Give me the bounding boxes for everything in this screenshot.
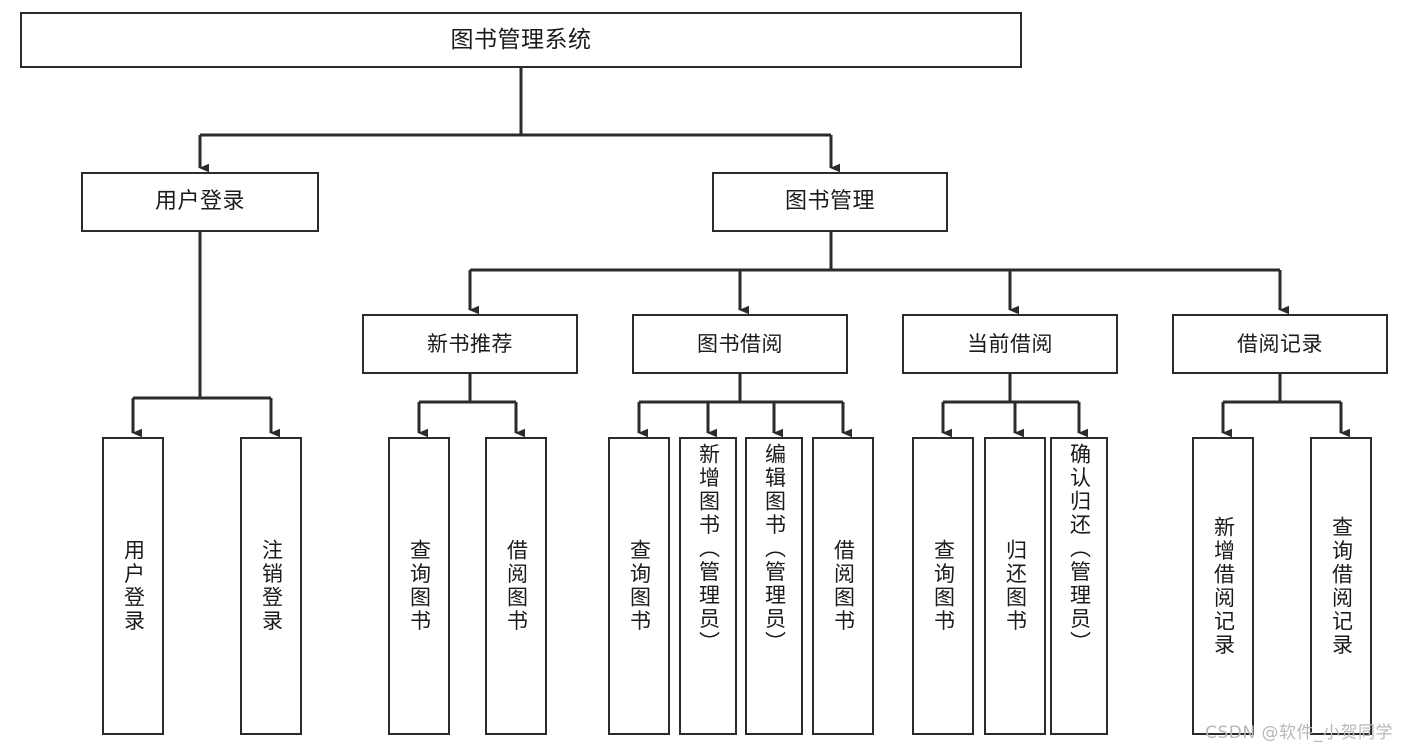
node-book-borrow[interactable]: 图书借阅 — [632, 314, 848, 374]
leaf-confirm-return-admin-label: 确认归还（管理员） — [1067, 443, 1092, 655]
leaf-query-book-current-label: 查询图书 — [931, 539, 956, 633]
leaf-logout-login[interactable]: 注销登录 — [240, 437, 302, 735]
leaf-query-book-borrow-label: 查询图书 — [627, 539, 652, 633]
node-current-borrow[interactable]: 当前借阅 — [902, 314, 1118, 374]
watermark: CSDN @软件_小贺同学 — [1205, 723, 1393, 743]
leaf-user-login-label: 用户登录 — [121, 539, 146, 633]
node-user-login[interactable]: 用户登录 — [81, 172, 319, 232]
leaf-user-login[interactable]: 用户登录 — [102, 437, 164, 735]
node-book-management-label: 图书管理 — [784, 189, 875, 215]
leaf-edit-book-admin-label: 编辑图书（管理员） — [762, 443, 787, 655]
leaf-query-book-recommend[interactable]: 查询图书 — [388, 437, 450, 735]
node-root[interactable]: 图书管理系统 — [20, 12, 1022, 68]
leaf-borrow-book-label: 借阅图书 — [831, 539, 856, 633]
leaf-borrow-book[interactable]: 借阅图书 — [812, 437, 874, 735]
leaf-borrow-book-recommend[interactable]: 借阅图书 — [485, 437, 547, 735]
node-current-borrow-label: 当前借阅 — [967, 331, 1053, 356]
leaf-confirm-return-admin[interactable]: 确认归还（管理员） — [1050, 437, 1108, 735]
node-root-label: 图书管理系统 — [450, 26, 592, 53]
leaf-query-borrow-record-label: 查询借阅记录 — [1329, 515, 1354, 657]
leaf-borrow-book-recommend-label: 借阅图书 — [504, 539, 529, 633]
node-borrow-record-label: 借阅记录 — [1237, 331, 1323, 356]
leaf-return-book-label: 归还图书 — [1003, 539, 1028, 633]
leaf-query-book-recommend-label: 查询图书 — [407, 539, 432, 633]
leaf-add-book-admin-label: 新增图书（管理员） — [696, 443, 721, 655]
node-book-borrow-label: 图书借阅 — [697, 331, 783, 356]
leaf-return-book[interactable]: 归还图书 — [984, 437, 1046, 735]
leaf-query-book-borrow[interactable]: 查询图书 — [608, 437, 670, 735]
leaf-logout-login-label: 注销登录 — [259, 539, 284, 633]
leaf-edit-book-admin[interactable]: 编辑图书（管理员） — [745, 437, 803, 735]
leaf-add-borrow-record[interactable]: 新增借阅记录 — [1192, 437, 1254, 735]
node-new-book-recommend[interactable]: 新书推荐 — [362, 314, 578, 374]
node-borrow-record[interactable]: 借阅记录 — [1172, 314, 1388, 374]
leaf-add-borrow-record-label: 新增借阅记录 — [1211, 515, 1236, 657]
node-new-book-recommend-label: 新书推荐 — [427, 331, 513, 356]
node-book-management[interactable]: 图书管理 — [712, 172, 948, 232]
node-user-login-label: 用户登录 — [154, 189, 245, 215]
leaf-query-book-current[interactable]: 查询图书 — [912, 437, 974, 735]
leaf-query-borrow-record[interactable]: 查询借阅记录 — [1310, 437, 1372, 735]
leaf-add-book-admin[interactable]: 新增图书（管理员） — [679, 437, 737, 735]
